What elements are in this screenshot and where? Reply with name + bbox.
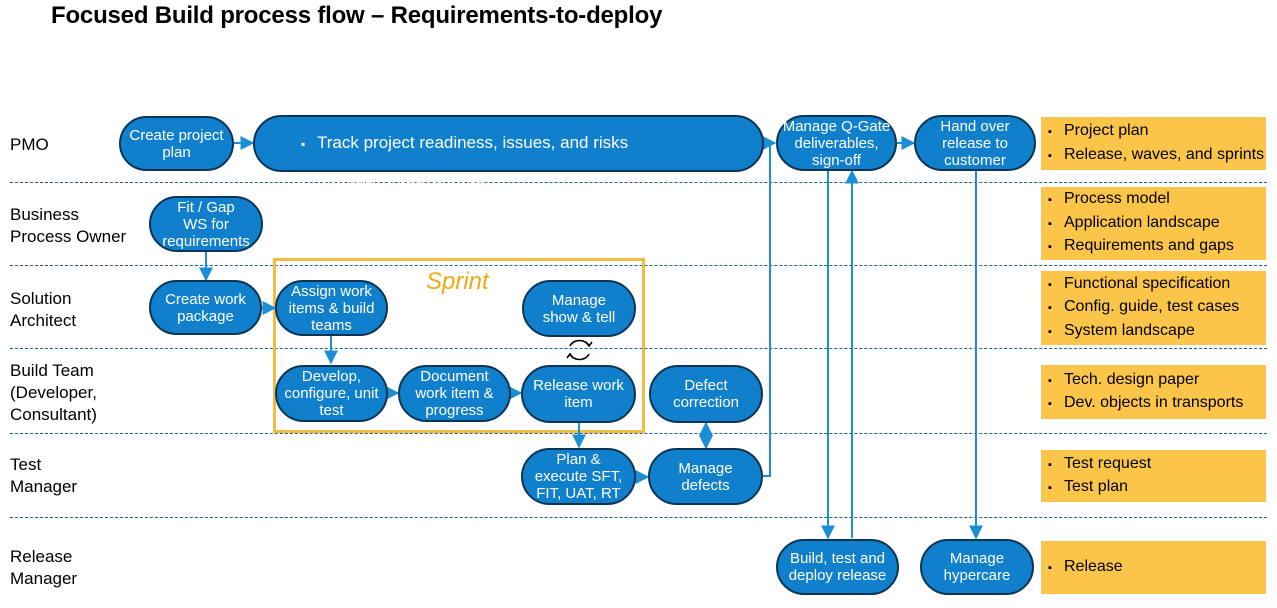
page-title: Focused Build process flow – Requirement…	[51, 2, 663, 29]
deliverable-item: Release	[1064, 556, 1123, 580]
node-fit-gap-workshop: Fit / Gap WS for requirements	[149, 196, 263, 252]
lane-separator	[10, 265, 1267, 266]
bullet-manage-scope: Manage scope change	[317, 171, 628, 190]
deliverable-item: Test request	[1064, 453, 1151, 477]
deliverables-bpo: Process model Application landscape Requ…	[1041, 187, 1266, 260]
lane-label-release-manager: Release Manager	[10, 547, 78, 588]
sprint-frame	[273, 258, 645, 433]
node-manage-show-tell: Manage show & tell	[522, 280, 636, 337]
node-manage-qgate: Manage Q-Gate deliverables, sign-off	[776, 115, 897, 171]
lane-separator	[10, 517, 1267, 518]
bullet-track-readiness: Track project readiness, issues, and ris…	[317, 134, 628, 153]
deliverables-pmo: Project plan Release, waves, and sprints	[1041, 117, 1266, 170]
deliverable-item: Application landscape	[1064, 212, 1234, 236]
deliverable-item: Test plan	[1064, 476, 1151, 500]
node-defect-correction: Defect correction	[649, 365, 763, 423]
deliverable-item: Config. guide, test cases	[1064, 296, 1239, 320]
deliverables-build: Tech. design paper Dev. objects in trans…	[1041, 365, 1266, 419]
node-release-work-item: Release work item	[521, 365, 636, 423]
deliverables-release: Release	[1041, 541, 1266, 594]
sprint-label: Sprint	[426, 268, 489, 295]
deliverable-item: Project plan	[1064, 120, 1264, 144]
lane-separator	[10, 433, 1267, 434]
lane-label-pmo: PMO	[10, 135, 49, 154]
deliverable-item: Dev. objects in transports	[1064, 392, 1243, 416]
deliverable-item: System landscape	[1064, 320, 1239, 344]
deliverable-item: Functional specification	[1064, 273, 1239, 297]
deliverable-item: Release, waves, and sprints	[1064, 144, 1264, 168]
node-hand-over-release: Hand over release to customer	[914, 115, 1036, 171]
node-create-project-plan: Create project plan	[119, 116, 234, 171]
lane-label-business-process-owner: Business Process Owner	[10, 205, 127, 246]
node-manage-waves-sprints: Manage waves and sprints Track project r…	[253, 97, 764, 189]
cycle-icon	[566, 339, 593, 361]
lane-label-solution-architect: Solution Architect	[10, 289, 77, 330]
deliverable-item: Tech. design paper	[1064, 369, 1243, 393]
node-build-test-deploy: Build, test and deploy release	[776, 539, 899, 595]
deliverable-item: Process model	[1064, 188, 1234, 212]
node-manage-defects: Manage defects	[648, 448, 763, 505]
node-manage-hypercare: Manage hypercare	[920, 539, 1034, 595]
node-plan-execute-tests: Plan & execute SFT, FIT, UAT, RT	[521, 448, 636, 505]
arrow-defects-to-qgate	[762, 136, 777, 477]
lane-separator	[10, 182, 1267, 183]
node-assign-work-items: Assign work items & build teams	[275, 280, 388, 336]
node-develop-configure-test: Develop, configure, unit test	[275, 365, 388, 422]
lane-label-build-team: Build Team (Developer, Consultant)	[10, 361, 97, 424]
node-create-work-package: Create work package	[149, 280, 262, 335]
bullet-manage-waves: Manage waves and sprints	[317, 97, 628, 116]
deliverables-sa: Functional specification Config. guide, …	[1041, 271, 1266, 345]
deliverable-item: Requirements and gaps	[1064, 235, 1234, 259]
node-document-work-item: Document work item & progress	[398, 365, 511, 422]
deliverables-test: Test request Test plan	[1041, 450, 1266, 502]
lane-label-test-manager: Test Manager	[10, 455, 78, 496]
lane-separator	[10, 348, 1267, 349]
